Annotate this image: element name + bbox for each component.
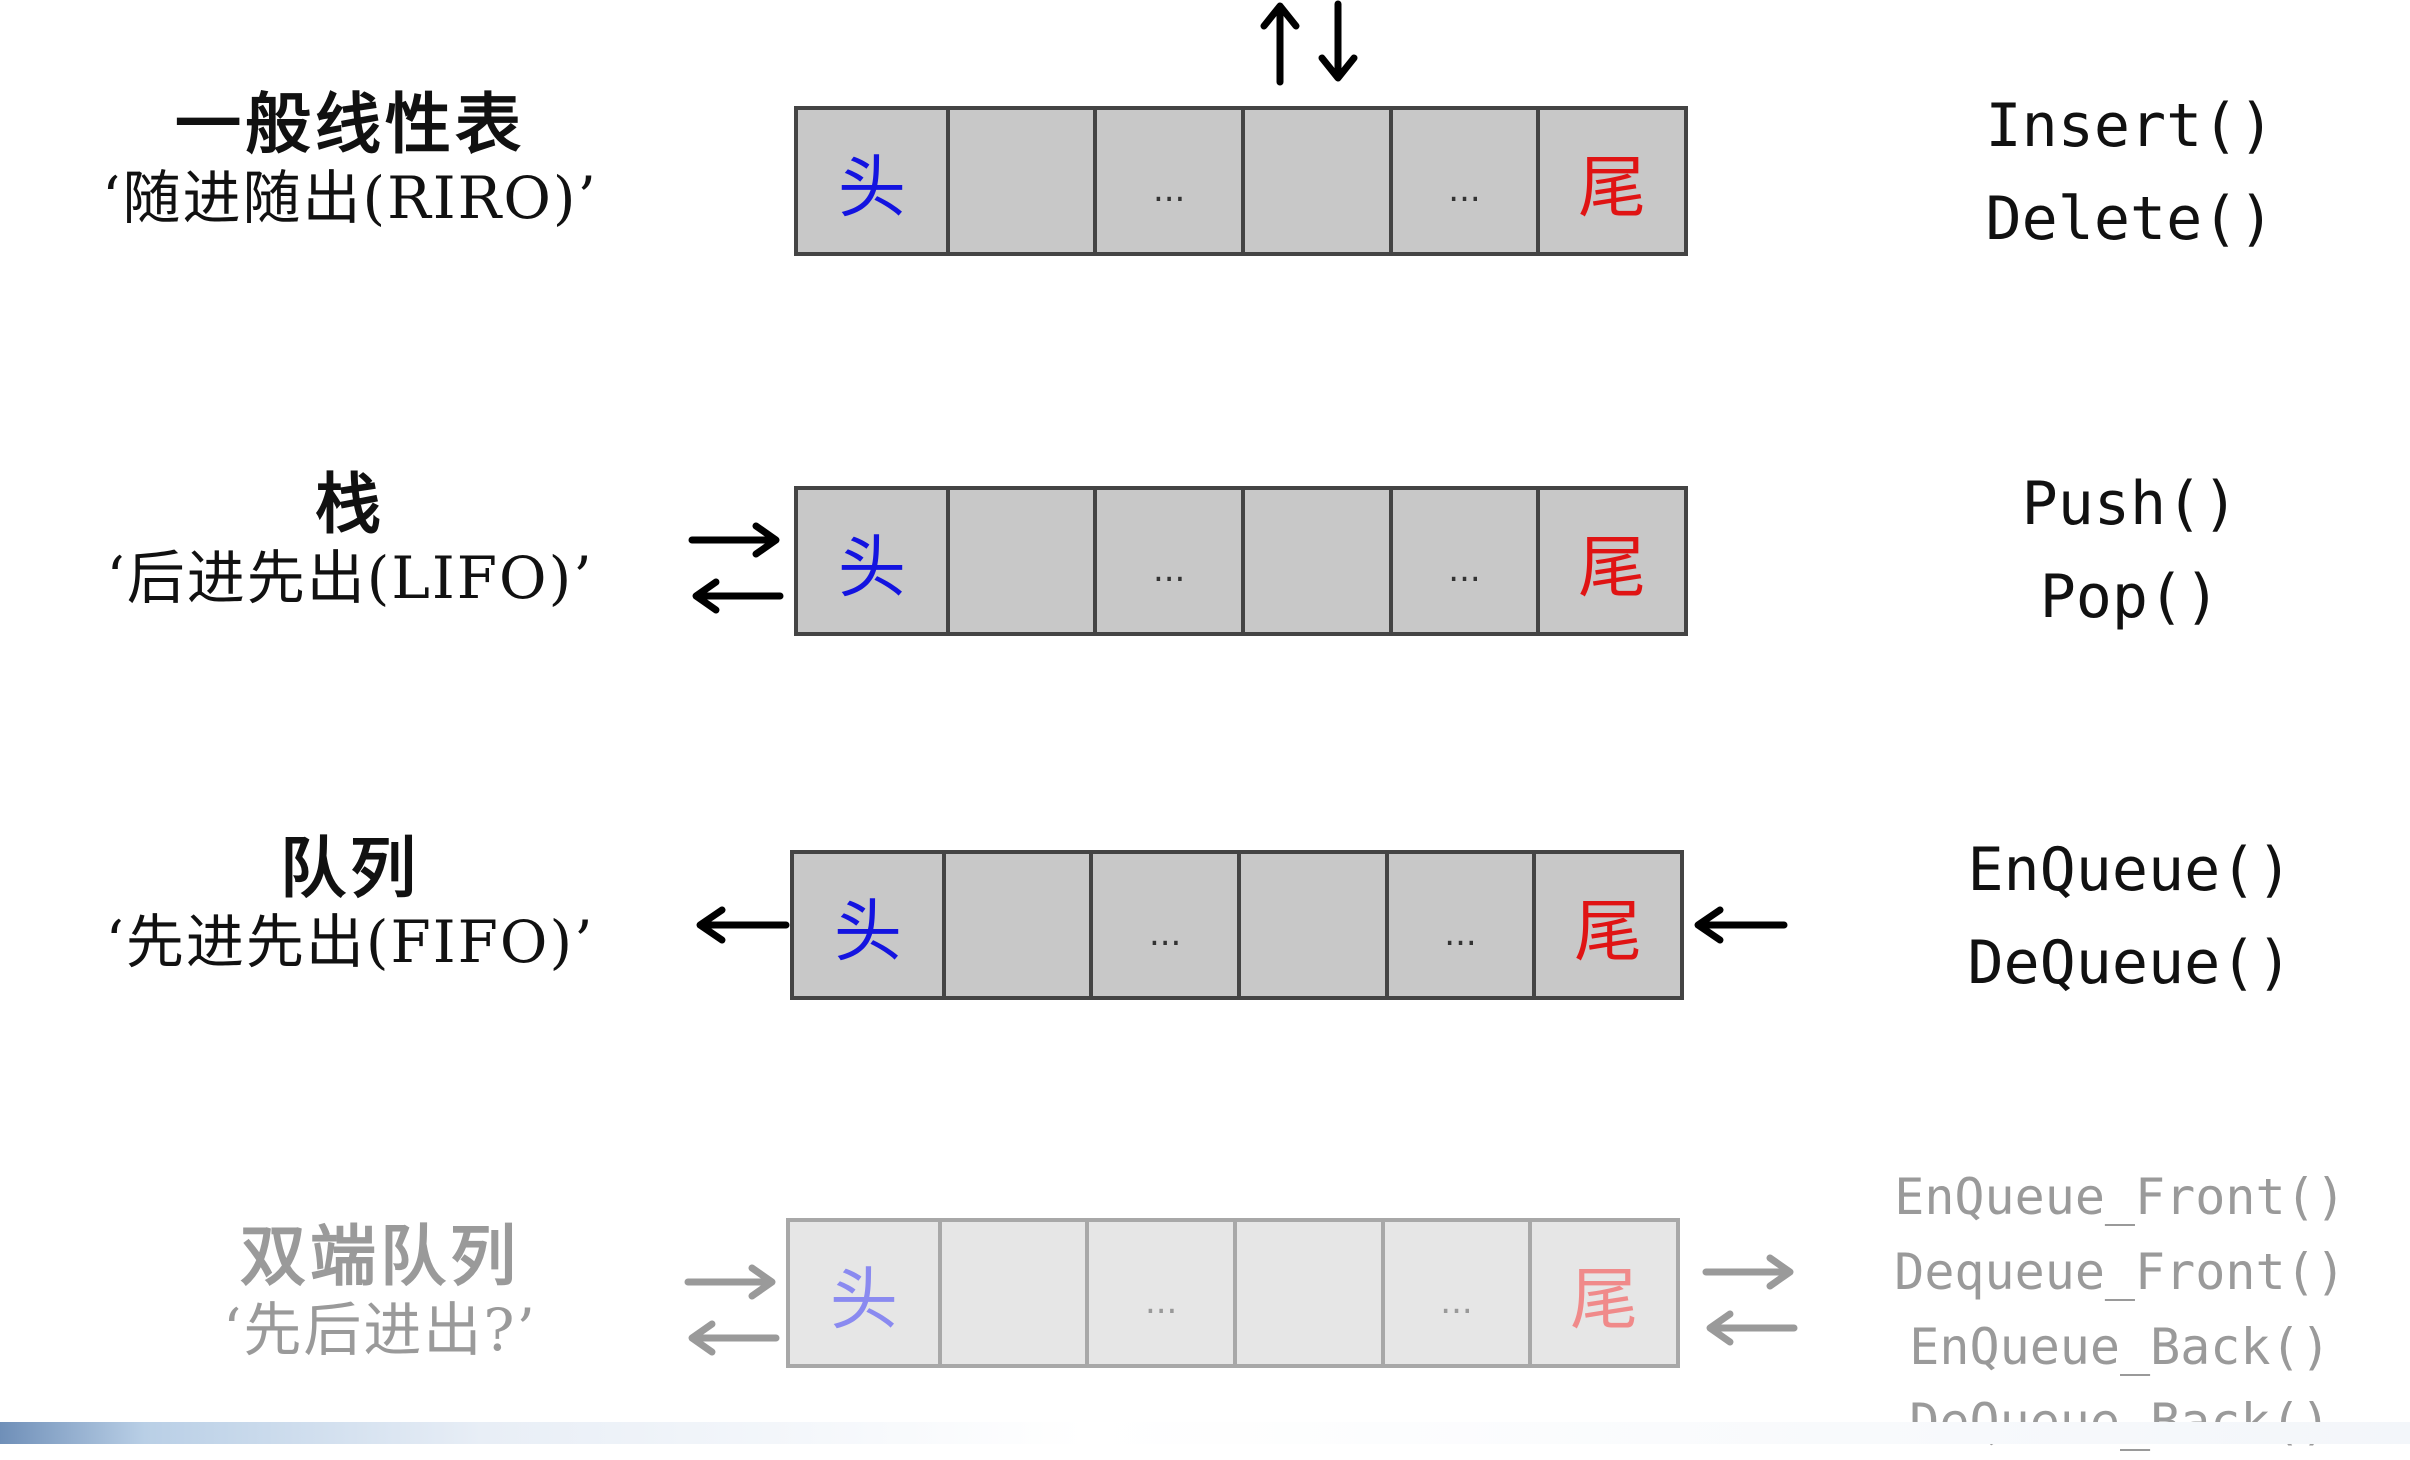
row-stack: 栈 ‘后进先出(LIFO)’ 头 ... ... 尾 Push() Pop() — [0, 440, 2410, 680]
stack-cells: 头 ... ... 尾 — [794, 486, 1688, 636]
bottom-decorative-band — [0, 1422, 2410, 1444]
head-cell: 头 — [794, 854, 942, 996]
linear-list-cells: 头 ... ... 尾 — [794, 106, 1688, 256]
cell — [1241, 490, 1389, 632]
tail-cell: 尾 — [1532, 854, 1681, 996]
cell — [1237, 854, 1385, 996]
cell — [1241, 110, 1389, 252]
linear-list-label: 一般线性表 ‘随进随出(RIRO)’ — [0, 85, 700, 232]
left-arrow-icon — [1694, 906, 1788, 944]
stack-operations: Push() Pop() — [1890, 458, 2370, 644]
insert-operation: Insert() — [1985, 91, 2275, 161]
stack-title: 栈 — [315, 465, 385, 543]
queue-label: 队列 ‘先进先出(FIFO)’ — [0, 829, 700, 976]
row-linear-list: 一般线性表 ‘随进随出(RIRO)’ 头 ... ... 尾 Insert() … — [0, 0, 2410, 300]
deque-subtitle: ‘先后进出?’ — [223, 1295, 537, 1364]
queue-cells: 头 ... ... 尾 — [790, 850, 1684, 1000]
tail-cell: 尾 — [1536, 490, 1685, 632]
head-cell: 头 — [798, 110, 946, 252]
stack-label: 栈 ‘后进先出(LIFO)’ — [0, 465, 700, 612]
cell — [941, 854, 1090, 996]
deque-operations: EnQueue_Front() Dequeue_Front() EnQueue_… — [1840, 1160, 2400, 1460]
delete-operation: Delete() — [1985, 184, 2275, 254]
enqueue-back-operation: EnQueue_Back() — [1909, 1318, 2331, 1376]
ellipsis-cell: ... — [1388, 490, 1537, 632]
stack-subtitle: ‘后进先出(LIFO)’ — [106, 543, 594, 612]
queue-title: 队列 — [280, 829, 420, 907]
tail-cell: 尾 — [1536, 110, 1685, 252]
deque-label: 双端队列 ‘先后进出?’ — [30, 1217, 730, 1364]
ellipsis-cell: ... — [1085, 1222, 1233, 1364]
linear-list-subtitle: ‘随进随出(RIRO)’ — [102, 163, 598, 232]
cell — [1233, 1222, 1381, 1364]
up-down-arrows-icon — [1260, 0, 1358, 86]
head-cell: 头 — [790, 1222, 938, 1364]
linear-list-title: 一般线性表 — [175, 85, 525, 163]
ellipsis-cell: ... — [1388, 110, 1537, 252]
linear-list-operations: Insert() Delete() — [1890, 80, 2370, 266]
queue-subtitle: ‘先进先出(FIFO)’ — [105, 907, 595, 976]
push-operation: Push() — [2021, 469, 2239, 539]
tail-cell: 尾 — [1528, 1222, 1677, 1364]
head-cell: 头 — [798, 490, 946, 632]
ellipsis-cell: ... — [1380, 1222, 1529, 1364]
dequeue-front-operation: Dequeue_Front() — [1894, 1243, 2346, 1301]
ellipsis-cell: ... — [1093, 490, 1241, 632]
ellipsis-cell: ... — [1093, 110, 1241, 252]
cell — [945, 110, 1094, 252]
dequeue-operation: DeQueue() — [1967, 928, 2293, 998]
deque-title: 双端队列 — [240, 1217, 520, 1295]
cell — [945, 490, 1094, 632]
in-out-arrows-icon — [688, 522, 784, 614]
ellipsis-cell: ... — [1089, 854, 1237, 996]
left-arrow-icon — [696, 906, 790, 944]
deque-cells: 头 ... ... 尾 — [786, 1218, 1680, 1368]
row-queue: 队列 ‘先进先出(FIFO)’ 头 ... ... 尾 EnQueue() De… — [0, 810, 2410, 1050]
cell — [937, 1222, 1086, 1364]
in-out-arrows-icon — [1702, 1254, 1798, 1346]
enqueue-operation: EnQueue() — [1967, 835, 2293, 905]
enqueue-front-operation: EnQueue_Front() — [1894, 1168, 2346, 1226]
row-deque: 双端队列 ‘先后进出?’ 头 ... ... 尾 EnQueue_Front()… — [0, 1160, 2410, 1451]
queue-operations: EnQueue() DeQueue() — [1880, 824, 2380, 1010]
ellipsis-cell: ... — [1384, 854, 1533, 996]
pop-operation: Pop() — [2039, 562, 2221, 632]
in-out-arrows-icon — [684, 1264, 780, 1356]
